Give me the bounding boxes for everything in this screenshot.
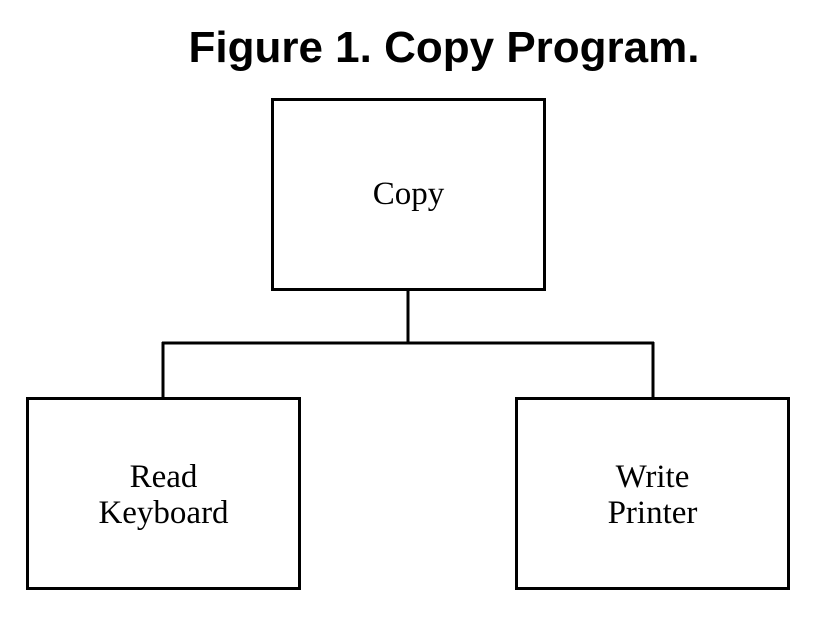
node-read-keyboard-line1: Read [129, 458, 198, 495]
node-read-keyboard-line2: Keyboard [98, 494, 229, 531]
node-copy-label: Copy [373, 176, 445, 212]
node-read-keyboard: Read Keyboard [26, 397, 301, 590]
node-read-keyboard-label: Read Keyboard [98, 459, 228, 531]
figure-title: Figure 1. Copy Program. [188, 23, 700, 72]
node-write-printer-label: Write Printer [608, 459, 698, 531]
node-copy-text: Copy [372, 175, 445, 212]
node-copy: Copy [271, 98, 546, 291]
node-write-printer: Write Printer [515, 397, 790, 590]
node-write-printer-line1: Write [615, 458, 690, 495]
node-write-printer-line2: Printer [607, 494, 698, 531]
